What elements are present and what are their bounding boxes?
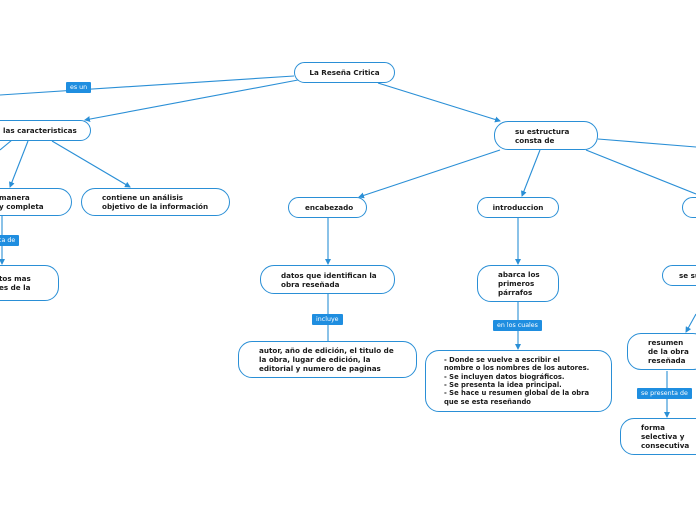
node-forma: forma selectiva y consecutiva bbox=[620, 418, 696, 455]
label-en-los-cuales: en los cuales bbox=[493, 320, 542, 331]
edge-root-caracteristicas bbox=[84, 79, 299, 123]
edge-estructura-right2 bbox=[597, 138, 696, 148]
node-autor-text: autor, año de edición, el titulo de la o… bbox=[259, 346, 394, 373]
node-analisis: contiene un análisis objetivo de la info… bbox=[81, 188, 230, 216]
node-root: La Reseña Critica bbox=[294, 62, 395, 83]
node-datos-identifican-text: datos que identifican la obra reseñada bbox=[281, 270, 377, 289]
node-estructura: su estructura consta de bbox=[494, 121, 598, 150]
label-se-presenta-de: se presenta de bbox=[637, 388, 692, 399]
node-forma-text: forma selectiva y consecutiva bbox=[641, 423, 690, 450]
node-autor: autor, año de edición, el titulo de la o… bbox=[238, 341, 417, 378]
node-datos-mas: tos mas es de la bbox=[0, 265, 59, 301]
node-manera: manera y completa bbox=[0, 188, 72, 216]
node-right-stub bbox=[682, 197, 696, 218]
node-donde: - Donde se vuelve a escribir el nombre o… bbox=[425, 350, 612, 412]
edge-sesu-resumen bbox=[685, 313, 696, 333]
node-datos-mas-text: tos mas es de la bbox=[0, 274, 31, 292]
edge-caracteristicas-analisis bbox=[51, 140, 131, 188]
label-incluye: incluye bbox=[312, 314, 343, 325]
node-manera-text: manera y completa bbox=[0, 193, 44, 211]
edge-caracteristicas-left bbox=[0, 139, 13, 151]
edge-estructura-introduccion bbox=[521, 149, 541, 197]
node-donde-text: - Donde se vuelve a escribir el nombre o… bbox=[444, 355, 590, 406]
node-datos-identifican: datos que identifican la obra reseñada bbox=[260, 265, 395, 294]
node-encabezado-text: encabezado bbox=[305, 203, 354, 212]
node-introduccion-text: introduccion bbox=[492, 203, 544, 212]
node-caracteristicas: las caracteristicas bbox=[0, 120, 91, 141]
node-analisis-text: contiene un análisis objetivo de la info… bbox=[102, 193, 209, 211]
node-estructura-text: su estructura consta de bbox=[515, 126, 570, 145]
edge-caracteristicas-manera bbox=[9, 140, 29, 188]
edge-estructura-right bbox=[585, 149, 696, 195]
node-encabezado: encabezado bbox=[288, 197, 367, 218]
label-es-un: es un bbox=[66, 82, 92, 93]
node-caracteristicas-text: las caracteristicas bbox=[3, 126, 77, 135]
node-abarca: abarca los primeros párrafos bbox=[477, 265, 559, 302]
node-resumen: resumen de la obra reseñada bbox=[627, 333, 696, 370]
node-se-su: se su bbox=[662, 265, 696, 286]
edge-root-left bbox=[0, 75, 295, 96]
edge-estructura-encabezado bbox=[358, 149, 501, 199]
node-introduccion: introduccion bbox=[477, 197, 559, 218]
node-root-text: La Reseña Critica bbox=[309, 68, 380, 77]
node-resumen-text: resumen de la obra reseñada bbox=[648, 338, 689, 365]
node-se-su-text: se su bbox=[679, 271, 696, 280]
label-ca-de: ca de bbox=[0, 235, 20, 246]
node-abarca-text: abarca los primeros párrafos bbox=[498, 270, 540, 297]
edge-root-estructura bbox=[377, 82, 501, 123]
